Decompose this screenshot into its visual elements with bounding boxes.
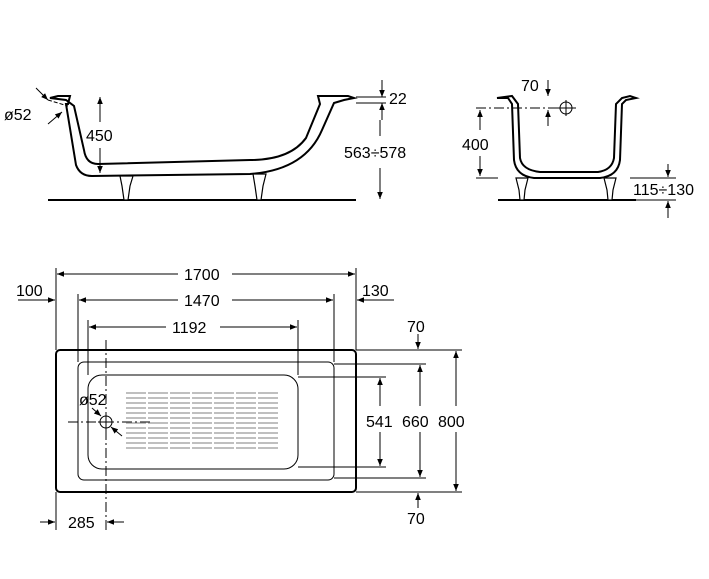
plan-inner-basin <box>77 361 335 481</box>
end-foot-right <box>603 177 617 201</box>
plan-grate-width-label: 541 <box>366 414 393 431</box>
end-depth-label: 400 <box>462 137 489 154</box>
plan-inner-width-label: 660 <box>402 414 429 431</box>
plan-total-width-label: 800 <box>438 414 465 431</box>
end-foot-left <box>515 177 529 201</box>
plan-top-margin-label: 70 <box>407 319 425 336</box>
side-view: 450 ø52 22 563÷578 <box>4 80 407 201</box>
plan-length-total-label: 1700 <box>184 267 220 284</box>
plan-view: ø52 1700 100 1470 130 1192 <box>16 267 465 532</box>
side-depth-label: 450 <box>86 128 113 145</box>
end-foot-range-label: 115÷130 <box>633 182 694 199</box>
plan-drain-diameter-label: ø52 <box>79 392 107 409</box>
plan-outer-rim <box>55 349 357 493</box>
side-height-label: 563÷578 <box>344 145 406 162</box>
side-foot-right <box>252 173 267 201</box>
plan-left-margin-label: 100 <box>16 283 43 300</box>
side-drain-diameter-label: ø52 <box>4 107 32 124</box>
side-foot-left <box>119 175 134 201</box>
end-offset-label: 70 <box>521 78 539 95</box>
plan-inner-length-label: 1470 <box>184 293 220 310</box>
plan-grate-length-label: 1192 <box>172 320 207 337</box>
plan-anti-slip-grate <box>126 392 278 449</box>
end-view: 70 400 115÷130 <box>462 78 694 218</box>
end-tub-outline <box>496 94 640 179</box>
side-tub-outline <box>49 95 358 178</box>
side-rim-label: 22 <box>389 91 407 108</box>
plan-bottom-margin-label: 70 <box>407 511 425 528</box>
plan-drain-offset-label: 285 <box>68 515 95 532</box>
plan-right-margin-label: 130 <box>362 283 389 300</box>
